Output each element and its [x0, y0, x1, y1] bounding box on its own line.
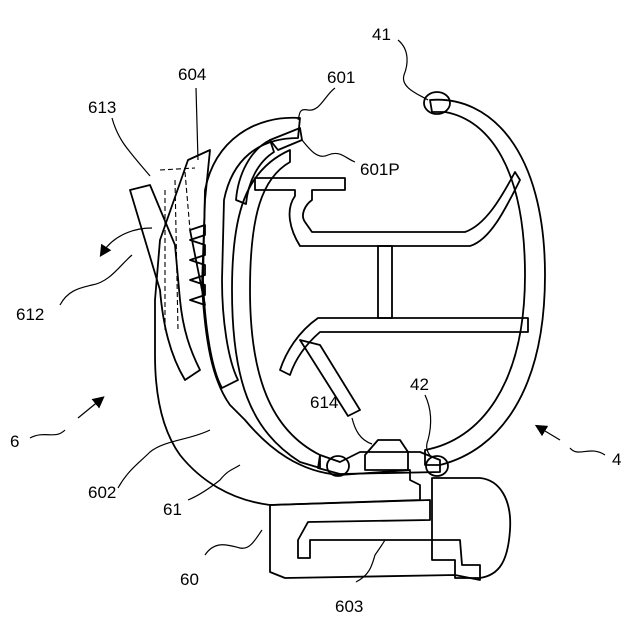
label-602: 602 [88, 483, 116, 502]
label-4: 4 [612, 450, 621, 469]
label-60: 60 [180, 570, 199, 589]
foot-60 [270, 500, 480, 580]
frame-outer-wall [232, 100, 545, 468]
label-601p: 601P [360, 160, 400, 179]
label-613: 613 [88, 98, 116, 117]
label-61: 61 [163, 500, 182, 519]
label-601: 601 [327, 68, 355, 87]
label-42: 42 [410, 375, 429, 394]
label-6: 6 [10, 432, 19, 451]
frame-center-web [378, 246, 392, 318]
step-614 [365, 440, 408, 470]
label-604: 604 [178, 65, 206, 84]
foot-block [432, 478, 510, 578]
teeth-604 [190, 225, 205, 305]
label-612: 612 [16, 305, 44, 324]
label-603: 603 [335, 597, 363, 616]
seal-member-6 [130, 118, 510, 580]
arrow-4 [540, 428, 560, 440]
arrow-6 [78, 400, 100, 418]
knob-41 [424, 92, 450, 114]
label-614: 614 [310, 393, 338, 412]
label-41: 41 [372, 25, 391, 44]
frame-upper-web [255, 172, 520, 246]
